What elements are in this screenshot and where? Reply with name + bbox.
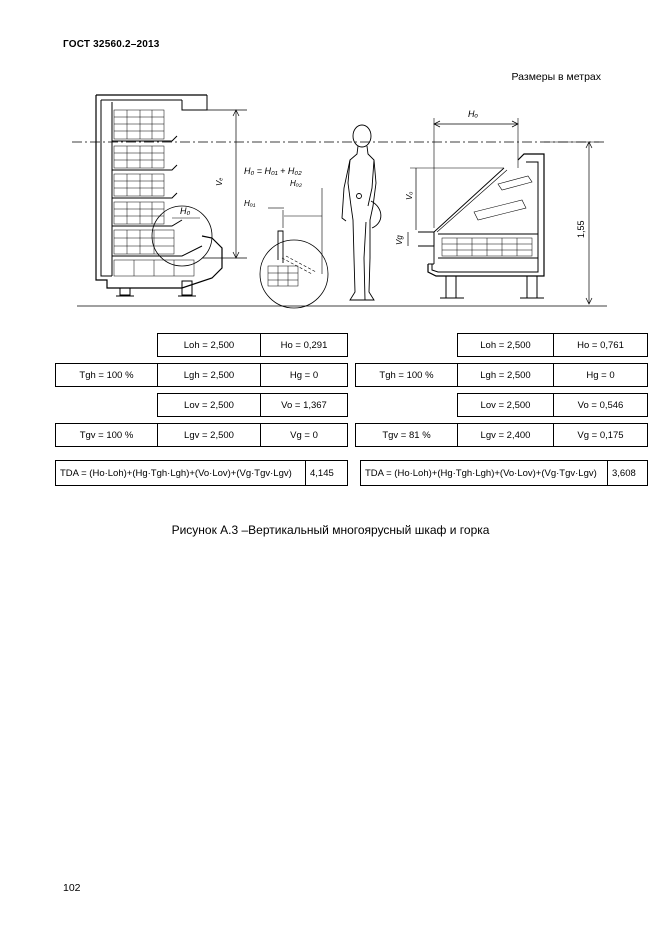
table-cell: Tgh = 100 % (355, 363, 458, 387)
page-number: 102 (63, 882, 81, 894)
table-cell: Loh = 2,500 (457, 333, 554, 357)
h02-label: Hₒ₂ (290, 179, 302, 188)
vertical-cabinet (95, 94, 247, 297)
table-cell: Hg = 0 (260, 363, 348, 387)
table-cell: Ho = 0,761 (553, 333, 648, 357)
table-row: Lov = 2,500 Vo = 0,546 (356, 393, 648, 417)
table-row: Tgv = 100 % Lgv = 2,500 Vg = 0 (55, 423, 348, 447)
height-label: 1,55 (576, 220, 586, 238)
table-cell: Tgv = 100 % (55, 423, 158, 447)
vg-label: Vg (395, 235, 404, 245)
table-cell: Ho = 0,291 (260, 333, 348, 357)
tda-formula: TDA = (Ho·Loh)+(Hg·Tgh·Lgh)+(Vo·Lov)+(Vg… (360, 460, 608, 486)
ve-label: Vₑ (215, 178, 224, 186)
technical-drawing: H₀ = H₀₁ + H₀₂ Vₑ H₀ Hₒ₁ Hₒ₂ Hₒ Vₒ Vg 1,… (72, 94, 607, 309)
document-header: ГОСТ 32560.2–2013 (63, 39, 160, 50)
table-row: Tgh = 100 % Lgh = 2,500 Hg = 0 (355, 363, 648, 387)
table-cell: Tgh = 100 % (55, 363, 158, 387)
table-cell: Vo = 0,546 (553, 393, 648, 417)
table-cell: Lov = 2,500 (157, 393, 261, 417)
table-cell: Lgv = 2,500 (157, 423, 261, 447)
h0-left-label: H₀ (180, 206, 190, 216)
table-cell: Tgv = 81 % (355, 423, 458, 447)
h0-right-label: Hₒ (468, 109, 478, 119)
tda-value: 4,145 (305, 460, 348, 486)
table-cell (56, 394, 158, 417)
table-cell: Lgh = 2,500 (457, 363, 554, 387)
table-cell: Lov = 2,500 (457, 393, 554, 417)
right-parameter-table: Loh = 2,500 Ho = 0,761 Tgh = 100 % Lgh =… (355, 333, 648, 447)
units-note: Размеры в метрах (511, 71, 602, 83)
table-cell: Lgv = 2,400 (457, 423, 554, 447)
tda-value: 3,608 (607, 460, 648, 486)
left-parameter-table: Loh = 2,500 Ho = 0,291 Tgh = 100 % Lgh =… (55, 333, 348, 447)
table-row: Loh = 2,500 Ho = 0,291 (56, 333, 348, 357)
sloped-display (407, 118, 599, 305)
right-tda-table: TDA = (Ho·Loh)+(Hg·Tgh·Lgh)+(Vo·Lov)+(Vg… (360, 460, 648, 486)
left-tda-table: TDA = (Ho·Loh)+(Hg·Tgh·Lgh)+(Vo·Lov)+(Vg… (55, 460, 348, 486)
human-figure (341, 124, 382, 301)
table-cell (56, 334, 158, 357)
table-cell: Loh = 2,500 (157, 333, 261, 357)
table-cell (356, 394, 458, 417)
v0-label: Vₒ (405, 192, 414, 201)
table-cell: Vg = 0,175 (553, 423, 648, 447)
table-cell (356, 334, 458, 357)
table-cell: Lgh = 2,500 (157, 363, 261, 387)
table-row: TDA = (Ho·Loh)+(Hg·Tgh·Lgh)+(Vo·Lov)+(Vg… (55, 460, 348, 486)
table-row: Tgh = 100 % Lgh = 2,500 Hg = 0 (55, 363, 348, 387)
table-cell: Vg = 0 (260, 423, 348, 447)
table-cell: Hg = 0 (553, 363, 648, 387)
table-cell: Vo = 1,367 (260, 393, 348, 417)
table-row: Tgv = 81 % Lgv = 2,400 Vg = 0,175 (355, 423, 648, 447)
figure-caption: Рисунок А.3 –Вертикальный многоярусный ш… (171, 523, 490, 537)
h01-label: Hₒ₁ (244, 199, 256, 208)
table-row: TDA = (Ho·Loh)+(Hg·Tgh·Lgh)+(Vo·Lov)+(Vg… (360, 460, 648, 486)
detail-view (259, 188, 329, 309)
table-row: Lov = 2,500 Vo = 1,367 (56, 393, 348, 417)
tda-formula: TDA = (Ho·Loh)+(Hg·Tgh·Lgh)+(Vo·Lov)+(Vg… (55, 460, 306, 486)
formula-label: H₀ = H₀₁ + H₀₂ (244, 166, 302, 176)
table-row: Loh = 2,500 Ho = 0,761 (356, 333, 648, 357)
